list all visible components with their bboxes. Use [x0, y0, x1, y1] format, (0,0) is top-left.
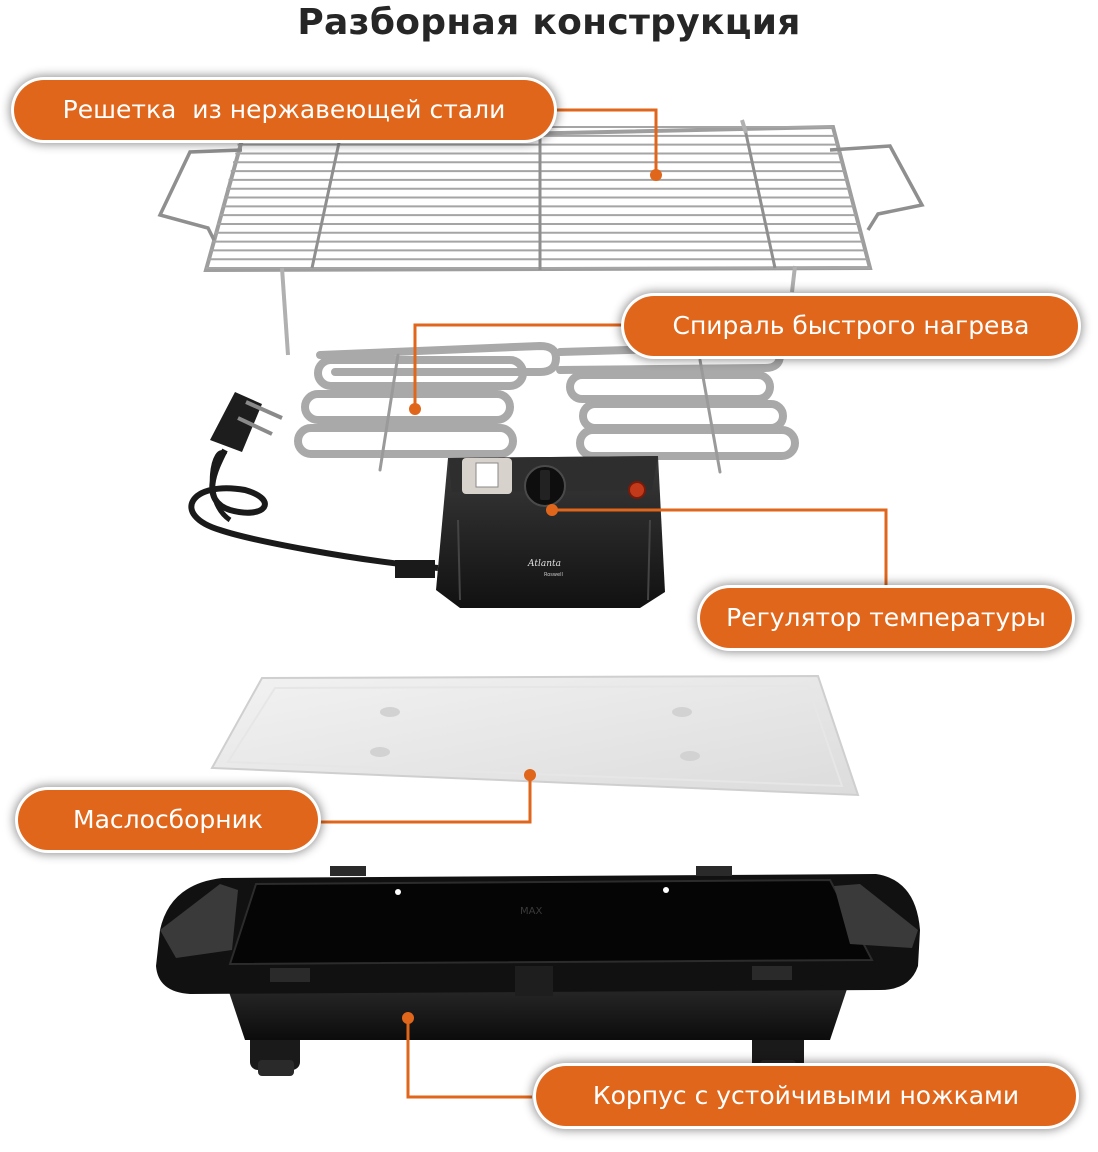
power-cord: [188, 392, 439, 578]
callout-housing: Корпус с устойчивыми ножками: [536, 1066, 1076, 1126]
brand-logo: Atlanta: [527, 559, 561, 569]
heating-coil: [294, 341, 799, 474]
leader-dots: [402, 169, 662, 1024]
temperature-knob: [524, 465, 566, 507]
indicator-light-icon: [628, 481, 646, 499]
callout-drip-tray: Маслосборник: [18, 790, 318, 850]
callout-thermostat: Регулятор температуры: [700, 588, 1072, 648]
callout-heating-coil: Спираль быстрого нагрева: [624, 296, 1078, 356]
page-title: Разборная конструкция: [297, 2, 801, 43]
callout-grill-rack: Решетка из нержавеющей стали: [14, 80, 554, 140]
grill-rack: [157, 119, 925, 356]
grill-housing: MAX: [156, 866, 920, 1076]
leader-lines: [318, 108, 888, 1099]
plug-icon: [210, 392, 283, 452]
thermostat-unit: Atlanta Roswell: [436, 456, 665, 608]
svg-text:MAX: MAX: [520, 906, 542, 917]
drip-tray: [210, 674, 860, 797]
brand-subtext: Roswell: [544, 572, 563, 578]
